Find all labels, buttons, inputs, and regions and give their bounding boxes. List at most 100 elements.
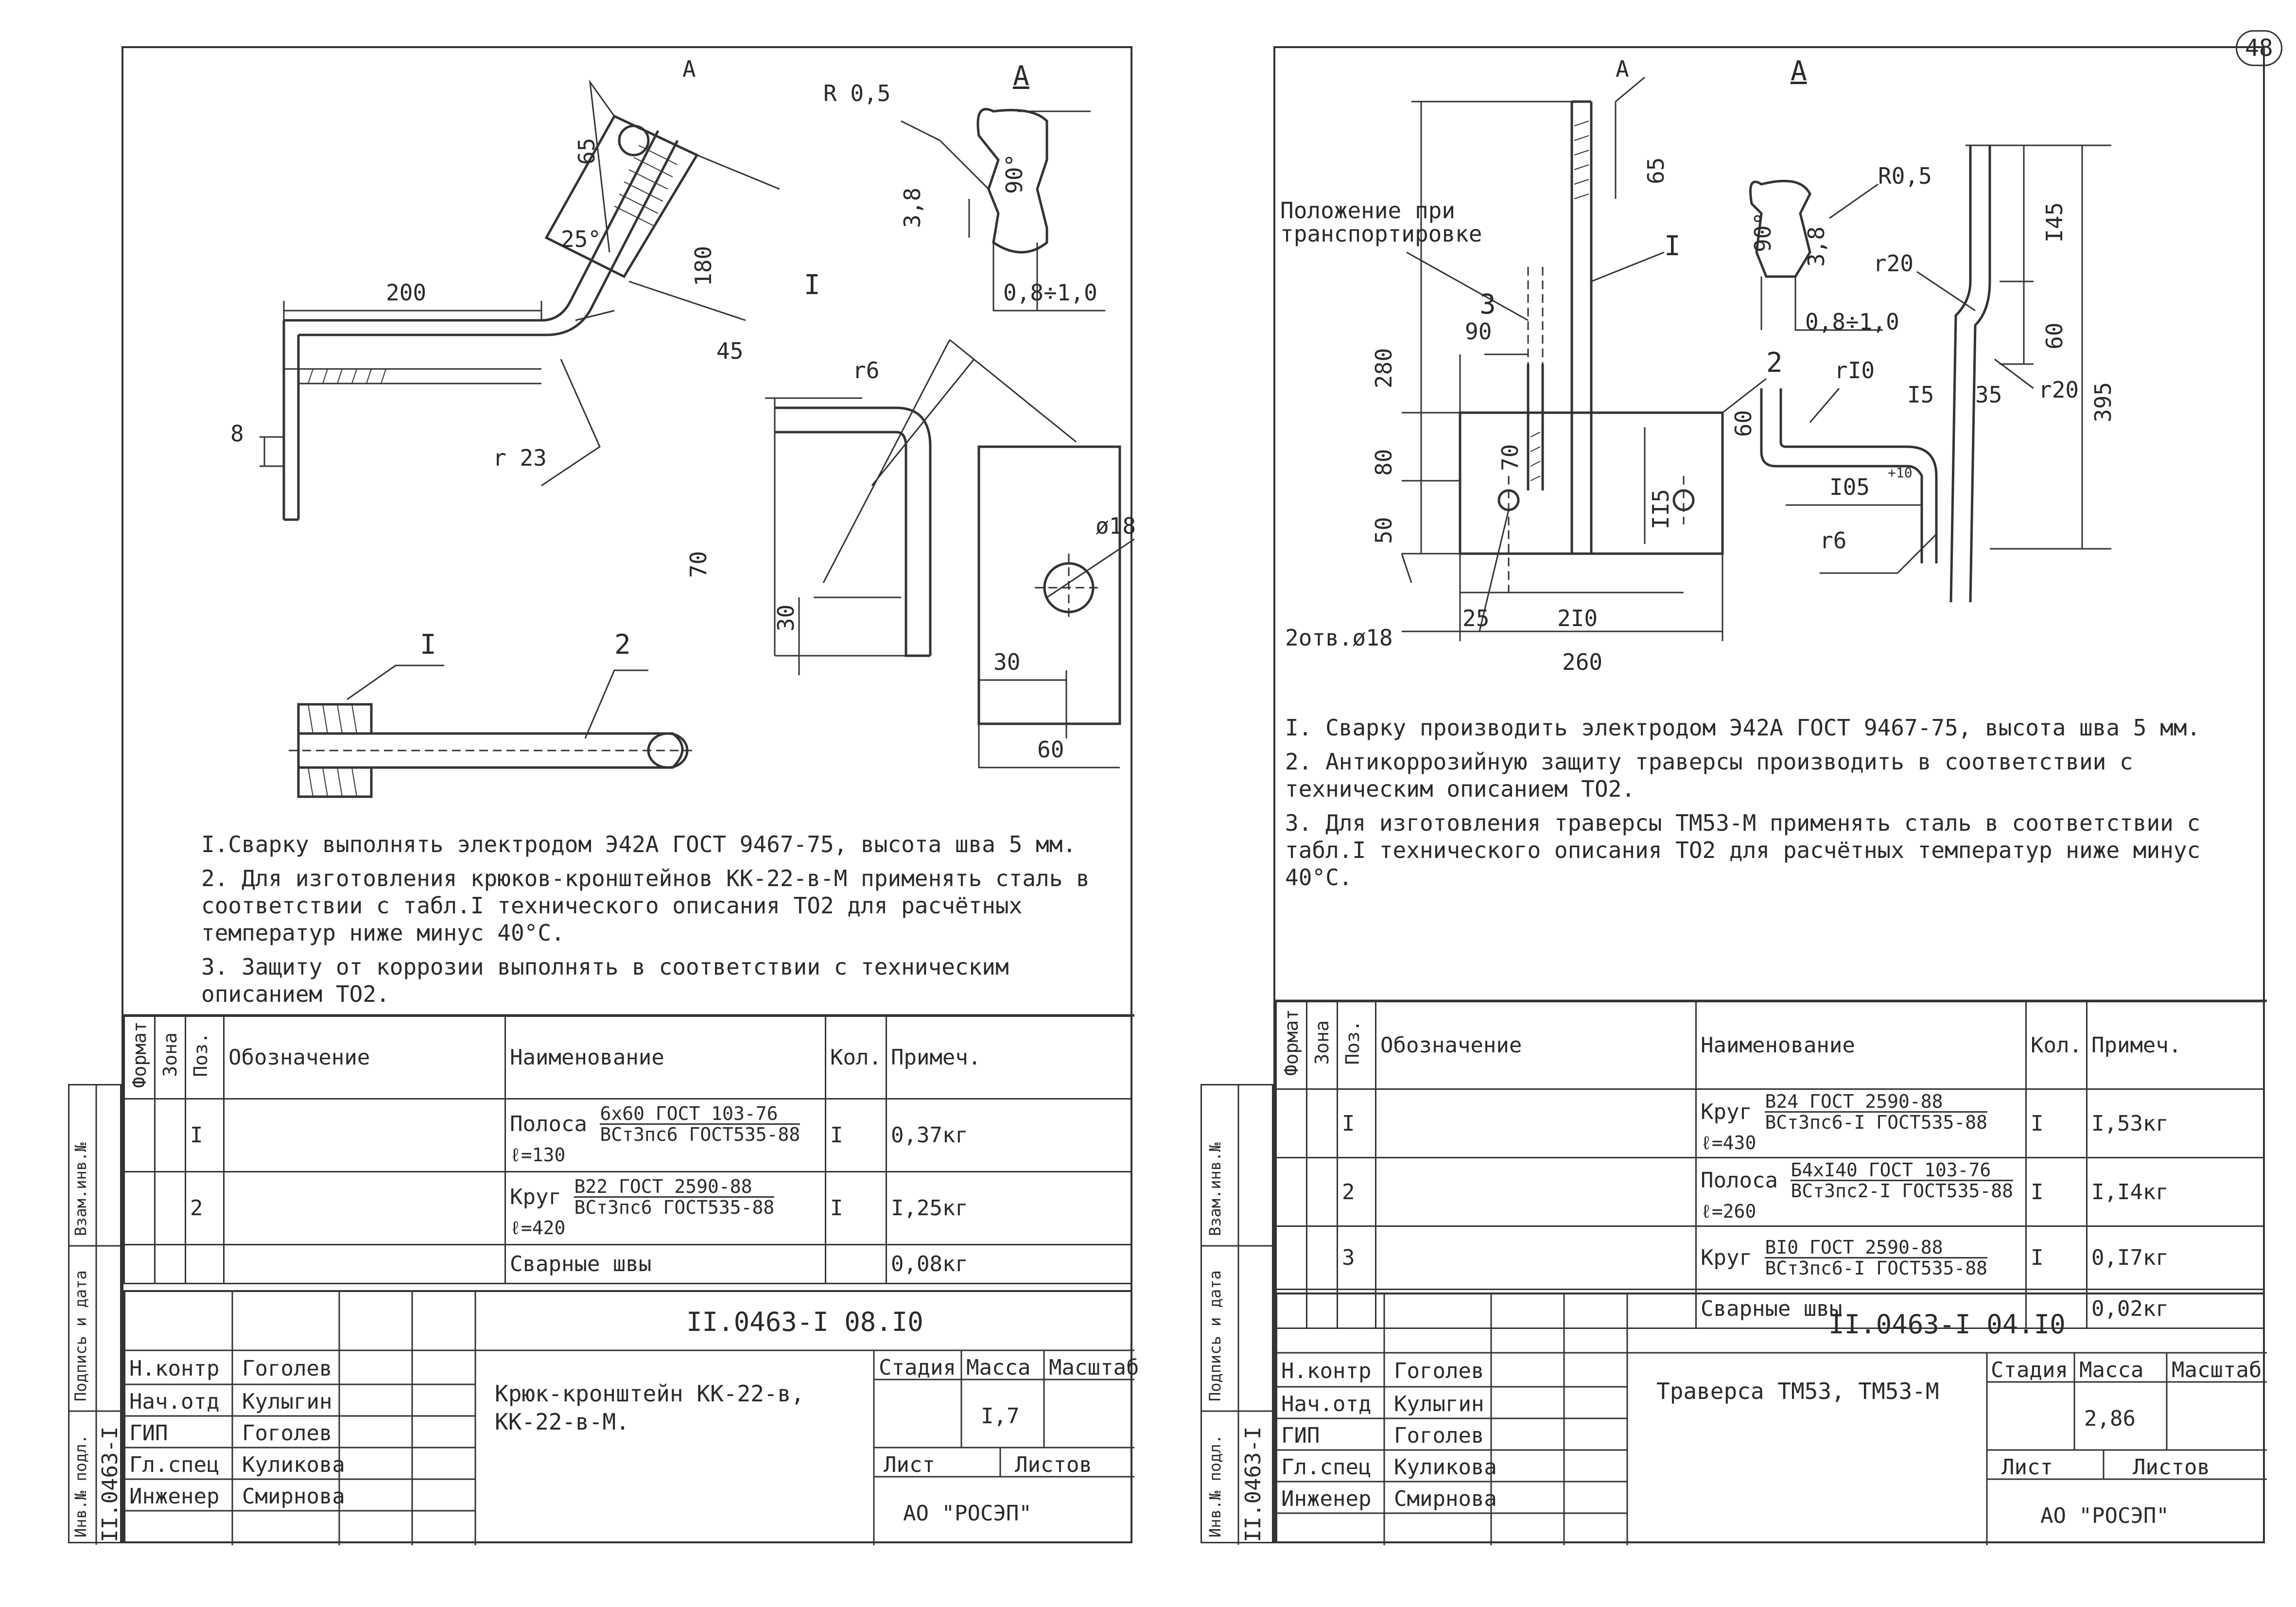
dim-180: 180 <box>690 245 716 286</box>
title-block-right: II.0463-I 04.I0 Н.контр Гоголев Нач.отд … <box>1275 1293 2267 1545</box>
dim-25: 25 <box>1462 605 1490 631</box>
welds-note: 0,08кг <box>885 1244 1133 1284</box>
name-chief-engineer: Гоголев <box>1394 1423 1484 1448</box>
row-spec-bottom: ВСт3пс6-I ГОСТ535-88 <box>1765 1112 1988 1133</box>
mass-value: I,7 <box>981 1404 1020 1429</box>
note-2: 2. Антикоррозийную защиту траверсы произ… <box>1285 749 2133 802</box>
row-spec-top: ВI0 ГОСТ 2590-88 <box>1765 1238 1988 1258</box>
dim-210: 2I0 <box>1557 605 1598 631</box>
row-length: ℓ=260 <box>1701 1201 1757 1222</box>
dim-r23: r 23 <box>493 445 547 471</box>
pos-1-label-bottom: I <box>420 629 436 661</box>
title-block-left: II.0463-I 08.I0 Н.контр Гоголев Нач.отд … <box>123 1290 1139 1545</box>
dim-r05: R0,5 <box>1878 163 1932 189</box>
role-normcontrol: Н.контр <box>129 1356 220 1381</box>
dim-395: 395 <box>2090 382 2116 422</box>
specification-table-left: Формат Зона Поз. Обозначение Наименовани… <box>123 1015 1133 1284</box>
dim-08-10: 0,8÷1,0 <box>1805 309 1899 335</box>
name-chief-engineer: Гоголев <box>242 1421 332 1446</box>
col-note: Примеч. <box>885 1015 1133 1100</box>
sheet-label: Лист <box>884 1452 935 1477</box>
row-length: ℓ=420 <box>510 1217 566 1239</box>
dim-15: I5 <box>1907 382 1934 408</box>
welds-note: 0,02кг <box>2086 1289 2265 1329</box>
name-chief-specialist: Куликова <box>242 1452 345 1477</box>
row-qty: I <box>2025 1157 2087 1227</box>
dim-280: 280 <box>1371 348 1397 388</box>
dim-200: 200 <box>386 279 427 306</box>
dim-d18: ø18 <box>1096 513 1136 539</box>
dim-25-deg: 25° <box>561 226 602 252</box>
dim-105-tolerance: +10 <box>1888 465 1913 481</box>
sheets-label: Листов <box>1015 1452 1092 1477</box>
dim-260: 260 <box>1562 649 1603 675</box>
scale-label: Масштаб <box>2172 1358 2262 1382</box>
name-engineer: Смирнова <box>1394 1486 1497 1511</box>
drawing-title: Крюк-кронштейн КК-22-в, КК-22-в-М. <box>495 1380 804 1435</box>
note-2: 2. Для изготовления крюков-кронштейнов К… <box>201 865 1090 946</box>
stage-label: Стадия <box>1991 1358 2068 1382</box>
side-stamp-right: II.0463-I Инв.№ подл. Подпись и дата Вза… <box>1200 1084 1275 1545</box>
side-field-replaced: Взам.инв.№ <box>1206 1142 1224 1236</box>
dim-115: II5 <box>1648 489 1674 529</box>
row-spec-bottom: ВСт3пс6-I ГОСТ535-88 <box>1765 1258 1988 1279</box>
role-normcontrol: Н.контр <box>1281 1359 1372 1383</box>
mass-label: Масса <box>2079 1358 2144 1382</box>
table-row-welds: Сварные швы 0,08кг <box>123 1244 1133 1284</box>
drawing-sheet-right: А А Положение при транспортировке 65 3 9… <box>1273 46 2267 1545</box>
drawing-sheet-left: А А R 0,5 65 25° 180 200 8 r 23 3,8 90° … <box>122 46 1139 1545</box>
name-chief-specialist: Куликова <box>1394 1455 1497 1480</box>
row-spec-top: Б4хI40 ГОСТ 103-76 <box>1791 1160 2014 1181</box>
dim-145: I45 <box>2041 202 2068 243</box>
table-row-welds: Сварные швы 0,02кг <box>1275 1289 2265 1329</box>
note-3: 3. Защиту от коррозии выполнять в соотве… <box>201 954 1009 1007</box>
dim-3-8: 3,8 <box>899 187 925 228</box>
view-a-label: А <box>1616 56 1629 82</box>
dim-r05: R 0,5 <box>823 80 891 106</box>
row-name: Полоса <box>1701 1168 1778 1193</box>
note-3: 3. Для изготовления траверсы ТМ53-М прим… <box>1285 810 2201 891</box>
dim-65: 65 <box>574 138 600 165</box>
col-format: Формат <box>1281 1009 1302 1076</box>
row-note: 0,37кг <box>885 1098 1133 1172</box>
inventory-number: II.0463-I <box>98 1426 122 1542</box>
row-pos: I <box>185 1098 225 1172</box>
dim-r6: r6 <box>852 357 880 384</box>
row-note: I,I4кг <box>2086 1157 2265 1227</box>
dim-60: 60 <box>1037 736 1064 763</box>
row-pos: I <box>1337 1088 1376 1158</box>
pos-1-label: I <box>1664 230 1681 262</box>
technical-notes-left: I.Сварку выполнять электродом Э42А ГОСТ … <box>201 831 1125 1014</box>
welds-label: Сварные швы <box>504 1244 826 1284</box>
dim-60-upper: 60 <box>2041 322 2068 349</box>
inventory-number: II.0463-I <box>1241 1426 1266 1542</box>
row-spec-top: 6х60 ГОСТ 103-76 <box>600 1104 800 1125</box>
dim-3-8: 3,8 <box>1803 226 1829 267</box>
page-number: 48 <box>2236 30 2282 66</box>
name-dept-head: Кулыгин <box>1394 1392 1484 1416</box>
col-zone: Зона <box>1311 1020 1333 1065</box>
row-pos: 2 <box>1337 1157 1376 1227</box>
col-designation: Обозначение <box>1375 1001 1697 1090</box>
row-spec-bottom: ВСт3пс6 ГОСТ535-88 <box>574 1196 775 1218</box>
drawing-traverse <box>1275 76 2267 1002</box>
col-note: Примеч. <box>2086 1001 2265 1090</box>
pos-1-label-top: I <box>804 269 820 301</box>
row-qty: I <box>2025 1225 2087 1290</box>
row-name: Полоса <box>510 1111 587 1136</box>
dim-30-horizontal: 30 <box>993 649 1021 675</box>
row-name: Круг <box>510 1184 561 1209</box>
organization: АО "РОСЭП" <box>2040 1503 2169 1528</box>
row-qty: I <box>825 1171 887 1245</box>
dim-8: 8 <box>230 420 244 447</box>
col-name: Наименование <box>504 1015 826 1100</box>
row-spec-bottom: ВСт3пс2-I ГОСТ535-88 <box>1791 1180 2014 1202</box>
row-spec-top: В22 ГОСТ 2590-88 <box>574 1177 775 1198</box>
dim-60-lower: 60 <box>1730 410 1757 437</box>
dim-r20-lower: r20 <box>2038 377 2079 403</box>
dim-70: 70 <box>1497 444 1523 471</box>
